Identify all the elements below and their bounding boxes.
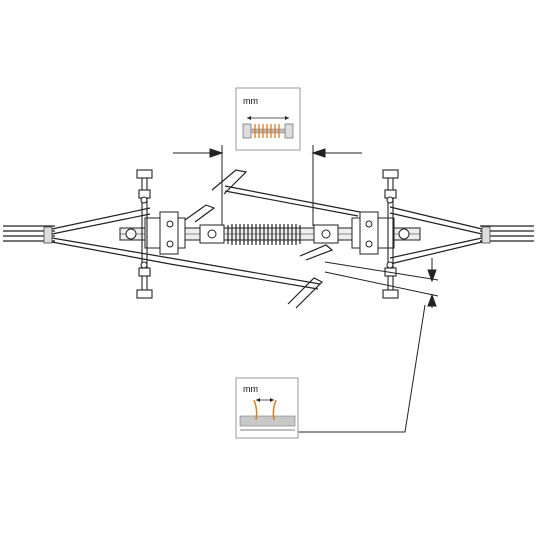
gap-dimension-leader [298, 258, 439, 433]
left-frame-arms [51, 207, 171, 265]
inset-top-unit-label: mm [243, 96, 258, 106]
left-vertical-hanger [136, 169, 153, 299]
top-dimension-line [173, 145, 362, 226]
right-clamp-block [313, 211, 410, 255]
mm-gap-measure-icon [239, 398, 296, 431]
left-conductors [3, 225, 55, 244]
right-conductors [480, 225, 534, 244]
inset-bottom-measure-panel: mm [235, 377, 299, 439]
upper-long-bar [224, 185, 361, 213]
lower-long-bar [169, 257, 321, 285]
right-frame-arms [389, 206, 483, 265]
clamp-levers [184, 169, 334, 309]
inset-bottom-unit-label: mm [243, 384, 258, 394]
mm-span-measure-icon [242, 116, 294, 139]
spacer-assembly [3, 169, 534, 309]
left-clamp-block [125, 211, 225, 255]
inset-top-measure-panel: mm [235, 87, 301, 151]
insulator-sheds [227, 224, 301, 245]
